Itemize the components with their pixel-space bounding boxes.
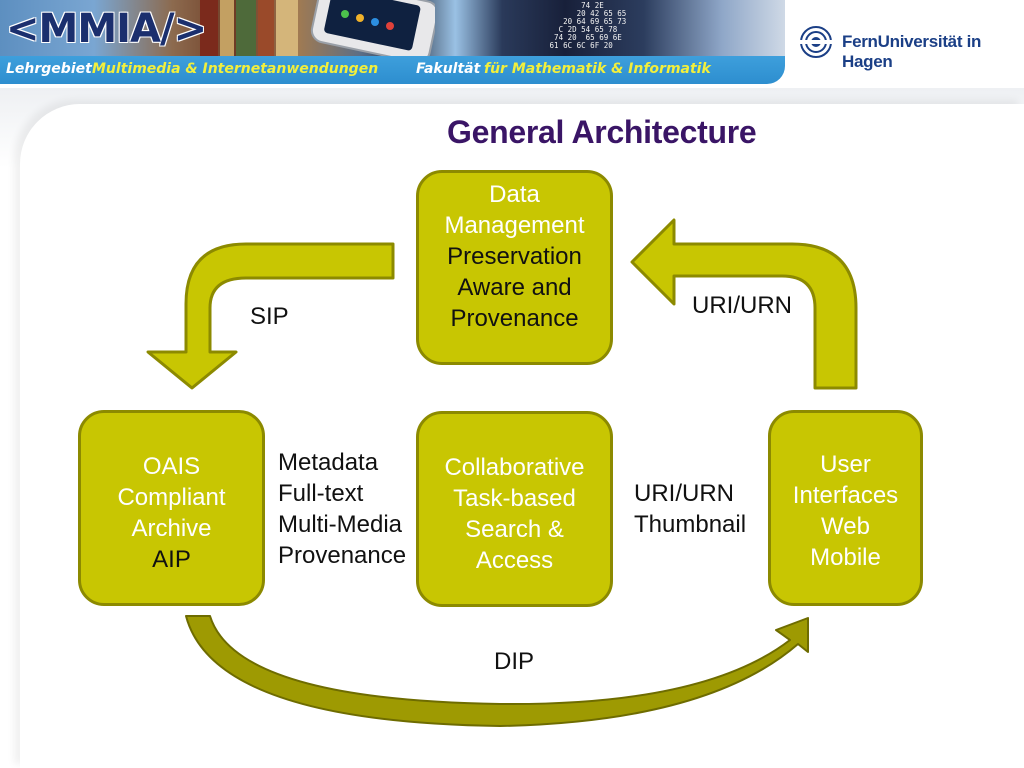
collaborative-search-line: Task-based [453, 485, 576, 512]
user-interfaces-box: User Interfaces Web Mobile [768, 410, 923, 606]
user-interfaces-line: Mobile [810, 544, 881, 571]
fernuni-logo-icon [800, 26, 832, 58]
oais-archive-line: Compliant [117, 484, 226, 511]
oais-archive-line: AIP [152, 546, 191, 573]
metadata-list-item: Full-text [278, 480, 364, 507]
header-banner: 74 2E 20 42 65 65 20 64 69 65 73 C 2D 54… [0, 0, 1024, 88]
fakultaet-label: Fakultät [416, 61, 481, 77]
user-interfaces-line: Web [821, 513, 870, 540]
dip-arrow [185, 615, 809, 727]
uri-urn-label: URI/URN [692, 292, 792, 319]
oais-archive-box: OAIS Compliant Archive AIP [78, 410, 265, 606]
oais-archive-line: OAIS [142, 453, 201, 480]
metadata-list-item: Metadata [278, 449, 379, 476]
collaborative-search-line: Access [475, 547, 554, 574]
collaborative-search-line: Search & [465, 516, 564, 543]
oais-archive-line: Archive [131, 515, 212, 542]
data-management-line: Provenance [450, 305, 579, 332]
uri-thumbnail-list-item: URI/URN [634, 480, 734, 507]
phone-image [310, 0, 435, 56]
data-management-line: Data [489, 181, 540, 208]
dip-label: DIP [494, 648, 535, 675]
metadata-list-item: Provenance [278, 542, 407, 569]
metadata-list-item: Multi-Media [278, 511, 403, 538]
fakultaet-value: für Mathematik & Informatik [484, 61, 711, 77]
mmia-logo: <MMIA/> [6, 6, 207, 52]
slide-title: General Architecture [447, 114, 757, 150]
data-management-line: Aware and [457, 274, 572, 301]
lehrgebiet-label: Lehrgebiet [6, 61, 92, 77]
user-interfaces-line: User [820, 451, 871, 478]
lehrgebiet-value: Multimedia & Internetanwendungen [92, 61, 379, 77]
header-subbar [0, 56, 785, 84]
uri-urn-arrow [630, 218, 858, 390]
sip-label: SIP [250, 303, 289, 330]
user-interfaces-line: Interfaces [792, 482, 899, 509]
banner-image: 74 2E 20 42 65 65 20 64 69 65 73 C 2D 54… [0, 0, 785, 56]
uri-thumbnail-list: URI/URN Thumbnail [634, 478, 746, 540]
collaborative-search-line: Collaborative [444, 454, 585, 481]
data-management-line: Preservation [447, 243, 582, 270]
uri-thumbnail-list-item: Thumbnail [634, 511, 747, 538]
hex-code-art: 74 2E 20 42 65 65 20 64 69 65 73 C 2D 54… [536, 1, 627, 50]
collaborative-search-box: Collaborative Task-based Search & Access [416, 411, 613, 607]
metadata-list: Metadata Full-text Multi-Media Provenanc… [278, 447, 406, 571]
sip-arrow [146, 242, 395, 390]
university-name: FernUniversität in Hagen [842, 32, 982, 71]
data-management-line: Management [444, 212, 585, 239]
data-management-box: Data Management Preservation Aware and P… [416, 170, 613, 365]
